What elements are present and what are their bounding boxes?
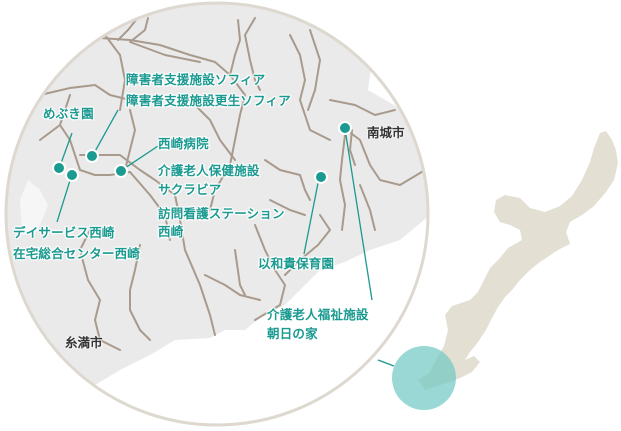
marker-asahi: [338, 121, 352, 135]
highlight-connector: [377, 359, 395, 367]
facility-visiting-nursing-line2[interactable]: 西崎: [158, 224, 184, 239]
marker-iwaki: [314, 170, 328, 184]
zoomed-map: [6, 3, 428, 395]
marker-mebuki: [52, 161, 66, 175]
facility-iwaki-hoikuen[interactable]: 以和貴保育園: [258, 256, 335, 271]
facility-mebuki-en[interactable]: めぶき園: [43, 106, 94, 121]
marker-day-service: [65, 168, 79, 182]
facility-sakurabia-line2[interactable]: サクラビア: [158, 182, 222, 197]
facility-asahi-line2[interactable]: 朝日の家: [267, 326, 318, 341]
marker-sofia: [85, 149, 99, 163]
facility-day-service-line2[interactable]: 在宅総合センター西崎: [13, 246, 141, 261]
facility-sofia-line2[interactable]: 障害者支援施設更生ソフィア: [126, 93, 291, 108]
city-label-itoman: 糸満市: [65, 335, 103, 350]
facility-sofia-line1[interactable]: 障害者支援施設ソフィア: [126, 72, 266, 87]
highlight-area: [392, 346, 456, 410]
facility-nishizaki-hospital[interactable]: 西崎病院: [158, 136, 209, 151]
okinawa-island: [418, 131, 618, 390]
city-label-nanjo: 南城市: [367, 125, 405, 140]
land-area: [6, 3, 428, 395]
leader-lines: [56, 109, 373, 301]
facility-visiting-nursing-line1[interactable]: 訪問看護ステーション: [158, 206, 285, 221]
facility-day-service-line1[interactable]: デイサービス西崎: [13, 225, 115, 240]
facility-sakurabia-line1[interactable]: 介護老人保健施設: [158, 163, 260, 178]
roads: [39, 14, 426, 351]
markers: [52, 121, 352, 184]
facility-asahi-line1[interactable]: 介護老人福祉施設: [267, 307, 369, 322]
zoom-circle-border: [4, 1, 430, 427]
marker-nishizaki-hospital: [114, 164, 128, 178]
